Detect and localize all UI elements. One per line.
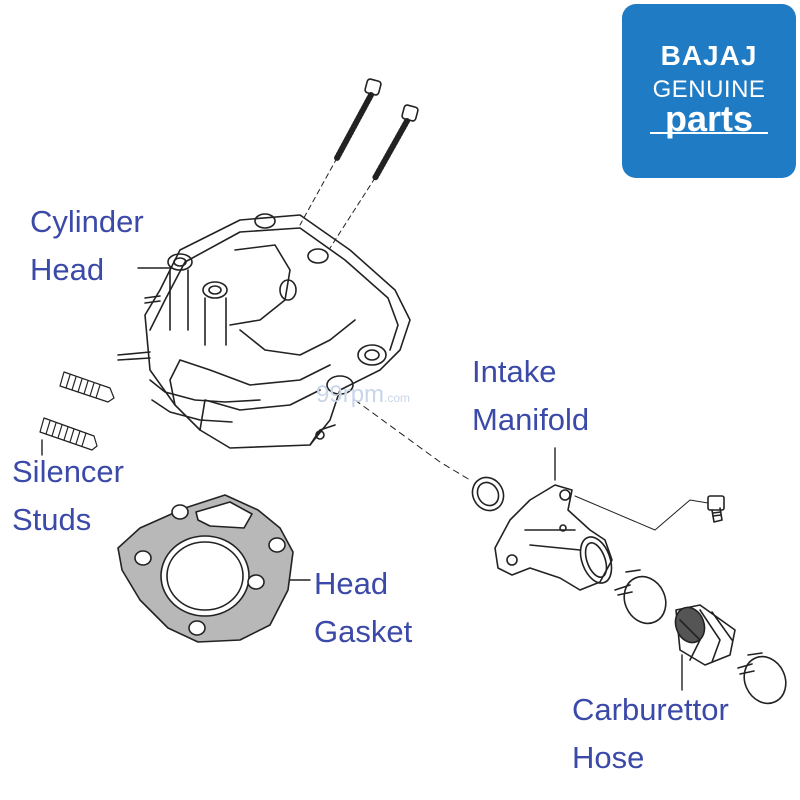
label-carburettor-hose-line1: Carburettor <box>572 692 729 727</box>
manifold-bolt-part <box>574 495 725 531</box>
alignment-line-manifold <box>354 399 471 481</box>
label-carburettor-hose-line2: Hose <box>572 740 645 776</box>
watermark-main: 99rpm <box>316 381 385 408</box>
head-bolt-right <box>329 104 419 249</box>
head-gasket-part <box>117 494 294 643</box>
o-ring-part <box>471 476 505 512</box>
label-intake-manifold-line1: Intake <box>472 354 557 389</box>
silencer-stud-upper <box>59 371 115 403</box>
head-bolt-left <box>299 78 382 226</box>
label-cylinder-head: Cylinder Head <box>30 198 144 294</box>
bajaj-genuine-parts-logo: BAJAJ GENUINE parts <box>622 4 796 178</box>
label-intake-manifold: Intake Manifold <box>472 348 589 444</box>
label-silencer-studs: Silencer Studs <box>12 448 124 544</box>
label-cylinder-head-line2: Head <box>30 252 105 288</box>
label-head-gasket-line2: Gasket <box>314 614 413 650</box>
label-cylinder-head-line1: Cylinder <box>30 204 144 239</box>
logo-genuine: GENUINE <box>652 76 766 103</box>
silencer-stud-lower <box>39 417 98 451</box>
carburettor-hose-part <box>674 604 736 666</box>
hose-clamp-upper <box>614 569 667 625</box>
watermark-suffix: .com <box>384 391 411 405</box>
watermark: 99rpm.com <box>316 381 410 409</box>
label-silencer-studs-line2: Studs <box>12 502 92 538</box>
label-head-gasket: Head Gasket <box>314 560 412 656</box>
label-silencer-studs-line1: Silencer <box>12 454 124 489</box>
logo-underline <box>650 132 768 134</box>
intake-manifold-part <box>494 484 613 591</box>
label-intake-manifold-line2: Manifold <box>472 402 590 438</box>
hose-clamp-lower <box>737 652 787 705</box>
label-carburettor-hose: Carburettor Hose <box>572 686 729 782</box>
logo-brand: BAJAJ <box>660 40 758 71</box>
label-head-gasket-line1: Head <box>314 566 389 601</box>
cylinder-head-part <box>117 213 411 449</box>
